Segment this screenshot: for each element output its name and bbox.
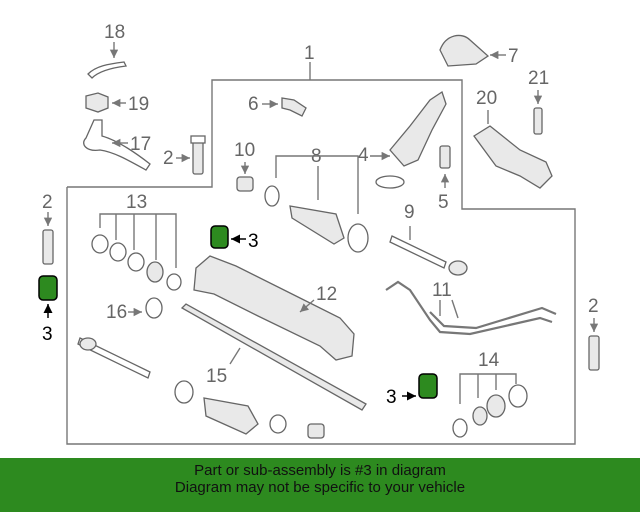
callout-9[interactable]: 9	[404, 202, 415, 223]
boot-clamp-right[interactable]	[347, 223, 369, 253]
kit-part-4[interactable]	[508, 384, 528, 408]
callout-3-left[interactable]: 3	[42, 324, 53, 345]
callout-4[interactable]: 4	[358, 145, 369, 166]
rack-boot-lower[interactable]	[203, 397, 259, 435]
bolt-left[interactable]	[42, 229, 54, 265]
seal-ring-3[interactable]	[127, 252, 145, 272]
heat-shield[interactable]	[473, 125, 553, 189]
kit-part-1[interactable]	[452, 418, 468, 438]
bushing-3-right[interactable]	[418, 373, 438, 399]
cotter-pin[interactable]	[87, 61, 127, 79]
callout-19[interactable]: 19	[128, 94, 149, 115]
column-boot[interactable]	[439, 34, 490, 67]
callout-6[interactable]: 6	[248, 94, 259, 115]
callout-16[interactable]: 16	[106, 302, 127, 323]
lock-nut-lower[interactable]	[307, 423, 325, 439]
steering-rack[interactable]	[180, 303, 367, 411]
hydraulic-lines[interactable]	[385, 280, 557, 336]
callout-5[interactable]: 5	[438, 192, 449, 213]
boot-clamp-left[interactable]	[264, 185, 280, 207]
callout-21[interactable]: 21	[528, 68, 549, 89]
seal-ring-4[interactable]	[146, 261, 164, 283]
bolt-upper[interactable]	[192, 139, 204, 175]
valve-assembly[interactable]	[389, 90, 447, 167]
callout-20[interactable]: 20	[476, 88, 497, 109]
callout-2-upper[interactable]: 2	[163, 148, 174, 169]
rack-boot[interactable]	[289, 205, 345, 245]
callout-7[interactable]: 7	[508, 46, 519, 67]
callout-14[interactable]: 14	[478, 350, 500, 371]
inner-tie-rod[interactable]	[389, 235, 447, 269]
notice-line-2: Diagram may not be specific to your vehi…	[174, 479, 466, 496]
rack-housing[interactable]	[193, 255, 355, 361]
callout-15[interactable]: 15	[206, 366, 227, 387]
callout-2-left[interactable]: 2	[42, 192, 53, 213]
lock-nut[interactable]	[236, 176, 254, 192]
seal-ring-1[interactable]	[91, 234, 109, 254]
kit-part-2[interactable]	[472, 406, 488, 426]
callout-13[interactable]: 13	[126, 192, 147, 213]
assembly-outline	[66, 79, 576, 445]
parts-diagram: 1 18 19 17 2 6 7 21 20 4 5 10 8 9	[38, 22, 600, 445]
bolt-5[interactable]	[439, 145, 451, 169]
seal-ring-5[interactable]	[166, 273, 182, 291]
castle-nut[interactable]	[85, 92, 109, 113]
bolt-right[interactable]	[588, 335, 600, 371]
callout-3-right[interactable]: 3	[386, 387, 397, 408]
boot-clamp-lower[interactable]	[174, 380, 194, 404]
kit-part-3[interactable]	[486, 394, 506, 418]
fitment-notice-banner: Part or sub-assembly is #3 in diagram Di…	[0, 458, 640, 512]
inner-tie-rod-lower[interactable]	[77, 337, 151, 379]
bushing-3-left[interactable]	[38, 275, 58, 301]
callout-1[interactable]: 1	[304, 43, 315, 64]
callout-3-center[interactable]: 3	[248, 231, 259, 252]
notice-line-1: Part or sub-assembly is #3 in diagram	[194, 462, 446, 479]
banjo-bolt[interactable]	[281, 97, 307, 117]
callout-11[interactable]: 11	[432, 280, 452, 301]
callout-17[interactable]: 17	[130, 134, 151, 155]
seal-ring-16[interactable]	[145, 297, 163, 319]
bolt-21[interactable]	[533, 107, 543, 135]
callout-2-right[interactable]: 2	[588, 296, 599, 317]
boot-clamp-small[interactable]	[269, 414, 287, 434]
callout-18[interactable]: 18	[104, 22, 125, 43]
callout-12[interactable]: 12	[316, 284, 337, 305]
bushing-3-center[interactable]	[210, 225, 229, 249]
seal-ring-2[interactable]	[109, 242, 127, 262]
callout-10[interactable]: 10	[234, 140, 255, 161]
